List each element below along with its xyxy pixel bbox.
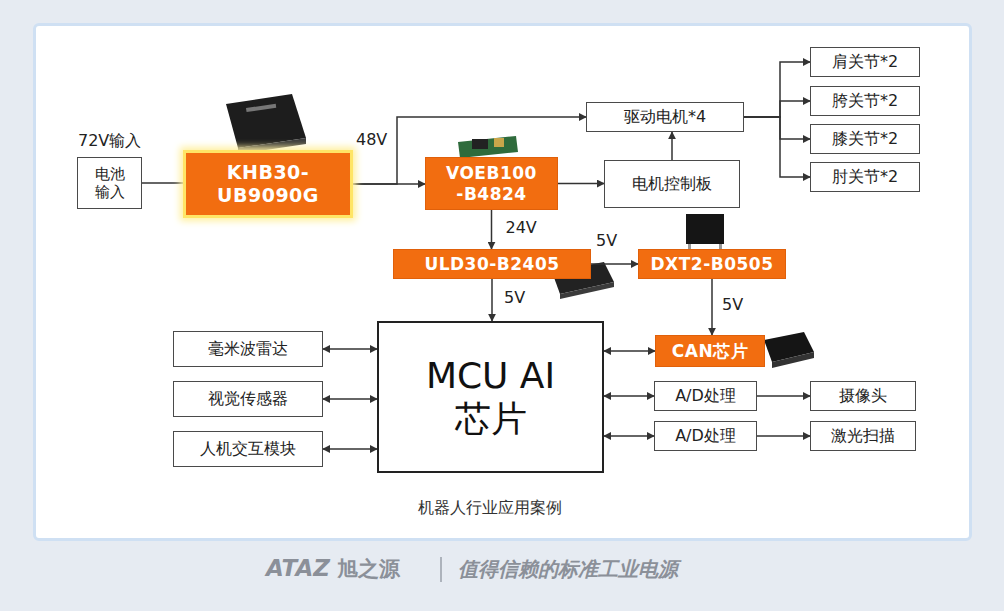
process-box: 视觉传感器 [173,381,323,417]
process-box: 肩关节*2 [810,47,920,77]
node-text: A/D处理 [675,426,736,445]
connector-arrow [604,395,654,397]
connector-arrow [671,132,673,160]
voltage-label: 24V [506,218,537,237]
node-text: 驱动电机*4 [624,107,706,126]
node-text: 电池 输入 [90,165,130,201]
connector-arrow [142,182,183,184]
process-box: 激光扫描 [810,421,916,451]
voltage-label: 5V [596,231,617,250]
connector-arrow [558,183,604,185]
module-box: ULD30-B2405 [393,249,591,279]
voltage-label: 5V [504,288,525,307]
connector-arrow [323,398,377,400]
module-box: DXT2-B0505 [638,249,786,279]
node-text: 电机控制板 [632,174,712,193]
node-text: DXT2-B0505 [651,254,774,274]
connector-arrow [757,395,810,397]
voltage-label: 48V [356,130,387,149]
node-text: ULD30-B2405 [424,254,559,274]
connector-arrow [744,62,810,117]
module-box: VOEB100 -B4824 [425,157,558,210]
connector-arrow [604,350,655,352]
highlight-module-box: KHB30- UB9090G [183,150,353,218]
brand-slogan: 值得信赖的标准工业电源 [458,556,678,583]
process-box: A/D处理 [654,381,757,411]
process-box: 电机控制板 [604,160,740,208]
process-box: 肘关节*2 [810,162,920,192]
connector-arrow [744,117,810,177]
process-box: 膝关节*2 [810,124,920,154]
node-text: 毫米波雷达 [208,339,288,358]
product-khb-image [226,94,306,154]
input-label: 72V输入 [78,131,141,152]
node-text: 肩关节*2 [832,52,898,71]
module-box: CAN芯片 [655,335,765,367]
voltage-label: 5V [722,295,743,314]
brand-logo: ATAZ [266,555,330,581]
connector-arrow [744,117,810,139]
product-can-image [764,332,814,368]
connector-arrow [604,435,654,437]
node-text: CAN芯片 [672,341,748,361]
node-text: 人机交互模块 [200,439,296,458]
node-text: VOEB100 -B4824 [442,163,542,204]
connector-arrow [323,448,377,450]
process-box: 人机交互模块 [173,431,323,467]
node-text: 激光扫描 [831,426,895,445]
node-text: 肘关节*2 [832,167,898,186]
process-box: 电池 输入 [77,157,142,209]
node-text: KHB30- UB9090G [213,161,323,207]
connector-arrow [491,210,493,249]
connector-arrow [323,348,377,350]
process-box: 驱动电机*4 [586,102,744,132]
controller-box: MCU AI芯片 [377,321,604,473]
node-text: 膝关节*2 [832,129,898,148]
product-voeb-image [458,136,518,158]
footer-separator [440,557,442,582]
product-dxt2-image [686,214,724,249]
connector-arrow [491,279,493,321]
connector-arrow [744,101,810,117]
process-box: 摄像头 [810,381,916,411]
connector-arrow [591,263,638,265]
node-text: 视觉传感器 [208,389,288,408]
brand-name: 旭之源 [337,555,400,583]
diagram-caption: 机器人行业应用案例 [0,498,980,519]
connector-arrow [711,279,713,335]
node-text: MCU AI芯片 [426,354,556,440]
connector-arrow [757,435,810,437]
node-text: A/D处理 [675,386,736,405]
node-text: 摄像头 [839,386,887,405]
process-box: 毫米波雷达 [173,331,323,367]
process-box: A/D处理 [654,421,757,451]
node-text: 胯关节*2 [832,91,898,110]
process-box: 胯关节*2 [810,86,920,116]
